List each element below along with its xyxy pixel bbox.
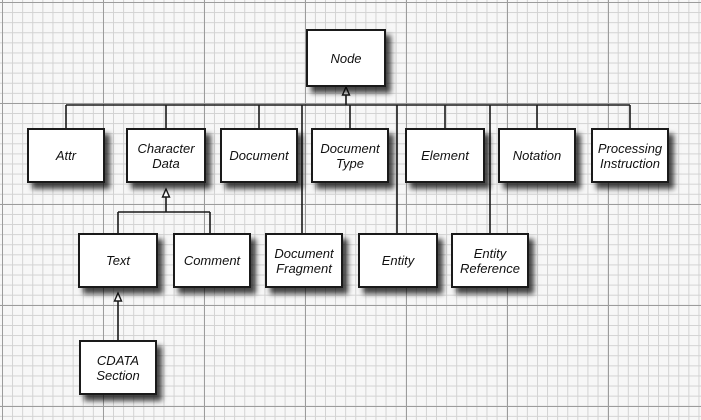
node-notation-box: Notation [498, 128, 576, 183]
node-attr-box: Attr [27, 128, 105, 183]
node-document-fragment-box: Document Fragment [265, 233, 343, 288]
node-entity-reference-box: Entity Reference [451, 233, 529, 288]
node-cdata-section-box: CDATA Section [79, 340, 157, 395]
inheritance-arrowhead [113, 291, 123, 302]
node-text-box: Text [78, 233, 158, 288]
node-node-box: Node [306, 29, 386, 87]
node-element-box: Element [405, 128, 485, 183]
node-document-box: Document [220, 128, 298, 183]
node-document-type-box: Document Type [311, 128, 389, 183]
node-character-data-box: Character Data [126, 128, 206, 183]
inheritance-arrowhead [161, 187, 171, 198]
inheritance-arrowhead [341, 85, 351, 96]
node-processing-instruction-box: Processing Instruction [591, 128, 669, 183]
node-entity-box: Entity [358, 233, 438, 288]
node-comment-box: Comment [173, 233, 251, 288]
